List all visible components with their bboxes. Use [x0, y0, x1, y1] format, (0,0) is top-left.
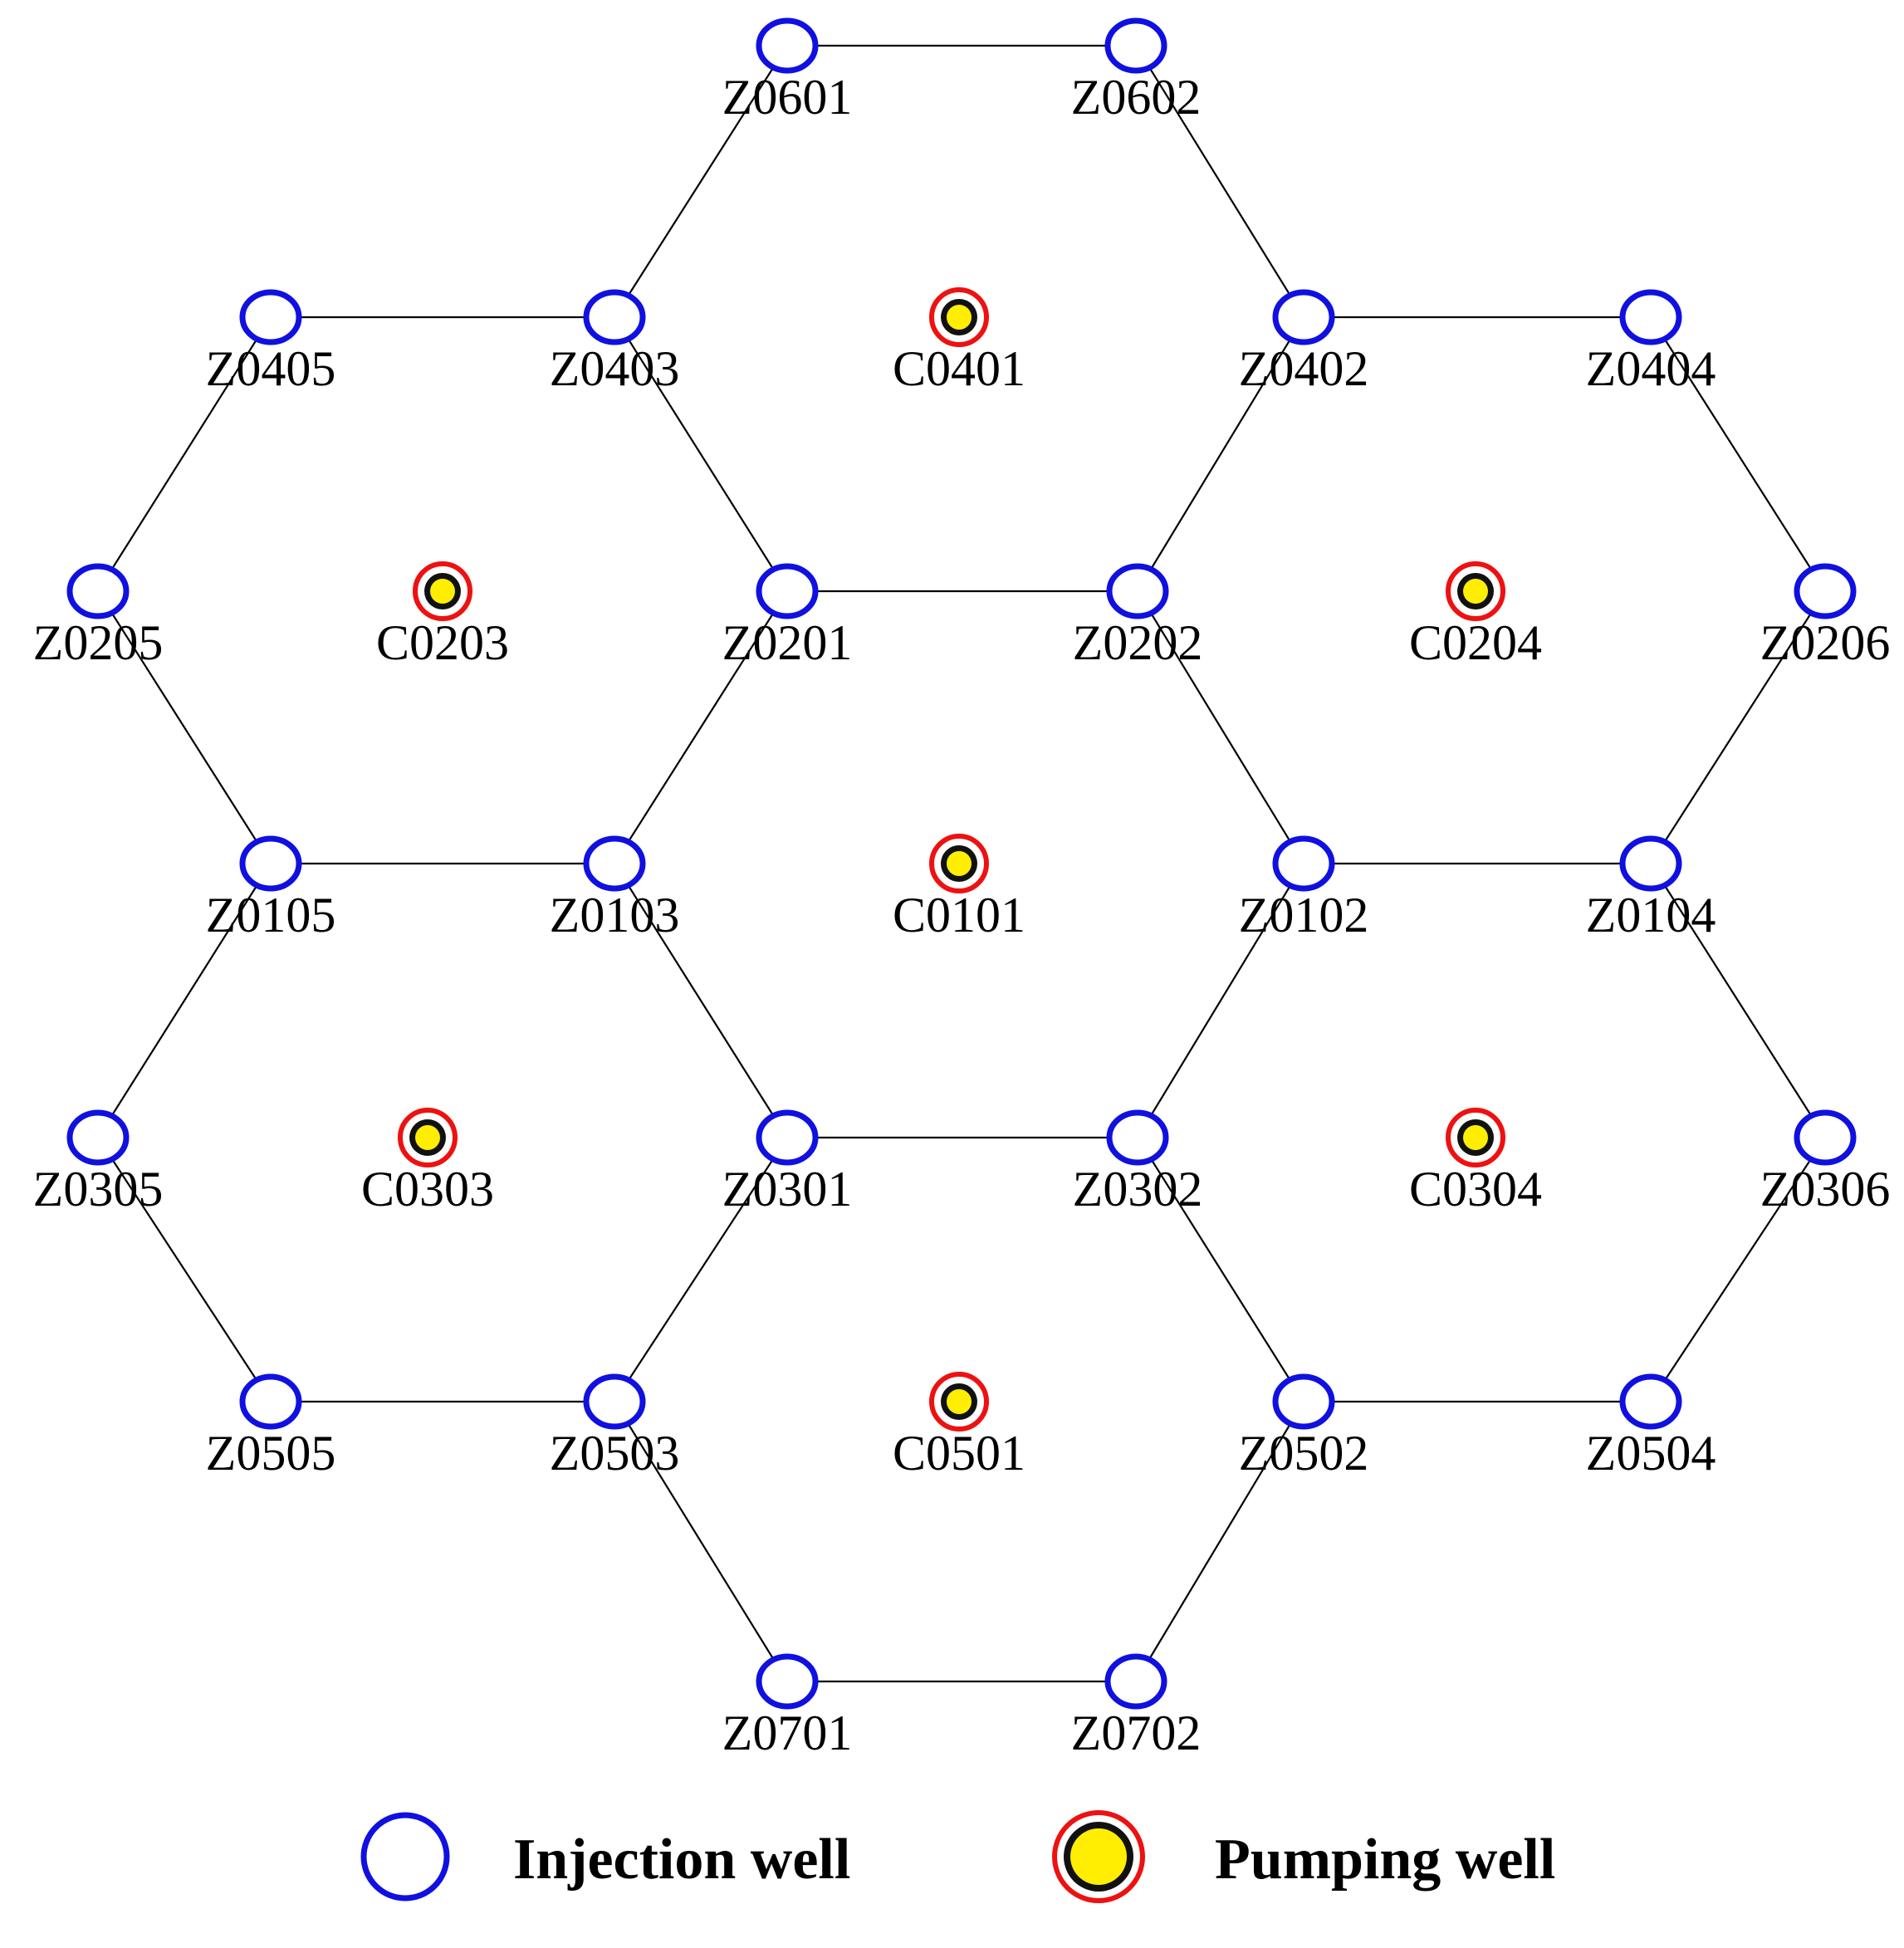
edge-z0306-z0104	[1650, 863, 1826, 1138]
edge-z0201-z0103	[614, 590, 788, 864]
label-z0504: Z0504	[1586, 1426, 1716, 1481]
pumping-well-center-c0401	[947, 305, 972, 330]
label-c0401: C0401	[893, 341, 1025, 396]
injection-well-z0505	[239, 1373, 302, 1430]
injection-well-z0403	[583, 289, 646, 345]
edge-z0404-z0206	[1650, 316, 1826, 592]
edge-z0105-z0205	[97, 590, 272, 864]
injection-well-z0404	[1619, 289, 1682, 345]
label-z0103: Z0103	[550, 888, 680, 942]
injection-well-z0502	[1272, 1373, 1335, 1430]
injection-well-z0201	[756, 563, 819, 619]
legend-pumping-icon-center	[1070, 1828, 1127, 1885]
label-c0204: C0204	[1409, 615, 1542, 670]
label-z0601: Z0601	[722, 70, 853, 125]
wells	[66, 17, 1857, 1710]
label-z0206: Z0206	[1760, 615, 1891, 670]
injection-well-z0504	[1619, 1373, 1682, 1430]
label-z0205: Z0205	[33, 615, 164, 670]
label-z0503: Z0503	[550, 1426, 680, 1481]
label-z0404: Z0404	[1586, 341, 1716, 396]
legend: Injection well Pumping well	[360, 1810, 1555, 1903]
edge-z0201-z0403	[614, 316, 788, 592]
injection-well-z0302	[1106, 1109, 1169, 1166]
pumping-well-center-c0501	[947, 1389, 972, 1414]
label-c0101: C0101	[893, 888, 1025, 942]
injection-well-z0104	[1619, 835, 1682, 892]
label-z0301: Z0301	[722, 1162, 853, 1216]
injection-well-z0701	[756, 1653, 819, 1710]
label-z0403: Z0403	[550, 341, 680, 396]
edge-z0402-z0202	[1137, 316, 1304, 592]
edge-z0503-z0701	[614, 1401, 788, 1682]
edge-z0102-z0202	[1137, 590, 1304, 864]
label-z0105: Z0105	[206, 888, 336, 942]
injection-well-z0301	[756, 1109, 819, 1166]
edge-z0305-z0505	[97, 1137, 272, 1402]
edge-z0702-z0502	[1135, 1401, 1304, 1682]
edge-z0403-z0601	[614, 45, 788, 318]
injection-well-z0202	[1106, 563, 1169, 619]
edge-z0504-z0306	[1650, 1137, 1826, 1402]
label-c0304: C0304	[1409, 1162, 1542, 1216]
pumping-well-center-c0303	[415, 1125, 440, 1150]
label-z0505: Z0505	[206, 1426, 336, 1481]
label-z0405: Z0405	[206, 341, 336, 396]
label-z0502: Z0502	[1239, 1426, 1369, 1481]
injection-well-z0305	[66, 1109, 130, 1166]
edge-z0105-z0305	[97, 863, 272, 1138]
edge-z0302-z0502	[1137, 1137, 1304, 1402]
label-z0202: Z0202	[1073, 615, 1203, 670]
label-z0104: Z0104	[1586, 888, 1716, 942]
label-z0102: Z0102	[1239, 888, 1369, 942]
label-z0302: Z0302	[1073, 1162, 1203, 1216]
injection-well-z0103	[583, 835, 646, 892]
label-z0701: Z0701	[722, 1706, 853, 1760]
label-z0402: Z0402	[1239, 341, 1369, 396]
injection-well-z0306	[1794, 1109, 1857, 1166]
edge-z0205-z0405	[97, 316, 272, 592]
pumping-well-center-c0304	[1463, 1125, 1488, 1150]
hexagon-edges	[97, 44, 1826, 1683]
pumping-well-center-c0101	[947, 851, 972, 876]
injection-well-z0402	[1272, 289, 1335, 345]
legend-pumping-label: Pumping well	[1215, 1828, 1555, 1892]
pumping-well-center-c0204	[1463, 579, 1488, 604]
pumping-well-center-c0203	[430, 579, 455, 604]
label-c0303: C0303	[361, 1162, 494, 1216]
edge-z0206-z0104	[1650, 590, 1826, 864]
injection-well-z0601	[756, 17, 819, 74]
legend-injection-icon	[360, 1812, 450, 1902]
label-c0203: C0203	[376, 615, 509, 670]
edge-z0103-z0301	[614, 863, 788, 1138]
injection-well-z0702	[1104, 1653, 1167, 1710]
injection-well-z0102	[1272, 835, 1335, 892]
injection-well-z0105	[239, 835, 302, 892]
label-z0306: Z0306	[1760, 1162, 1891, 1216]
label-c0501: C0501	[893, 1426, 1025, 1481]
label-z0201: Z0201	[722, 615, 853, 670]
injection-well-z0206	[1794, 563, 1857, 619]
label-z0602: Z0602	[1071, 70, 1202, 125]
label-z0305: Z0305	[33, 1162, 164, 1216]
edge-z0302-z0102	[1137, 863, 1304, 1138]
edge-z0602-z0402	[1135, 45, 1304, 318]
edge-z0503-z0301	[614, 1137, 788, 1402]
injection-well-z0405	[239, 289, 302, 345]
legend-injection-label: Injection well	[513, 1828, 850, 1892]
injection-well-z0503	[583, 1373, 646, 1430]
label-z0702: Z0702	[1071, 1706, 1202, 1760]
injection-well-z0602	[1104, 17, 1167, 74]
injection-well-z0205	[66, 563, 130, 619]
